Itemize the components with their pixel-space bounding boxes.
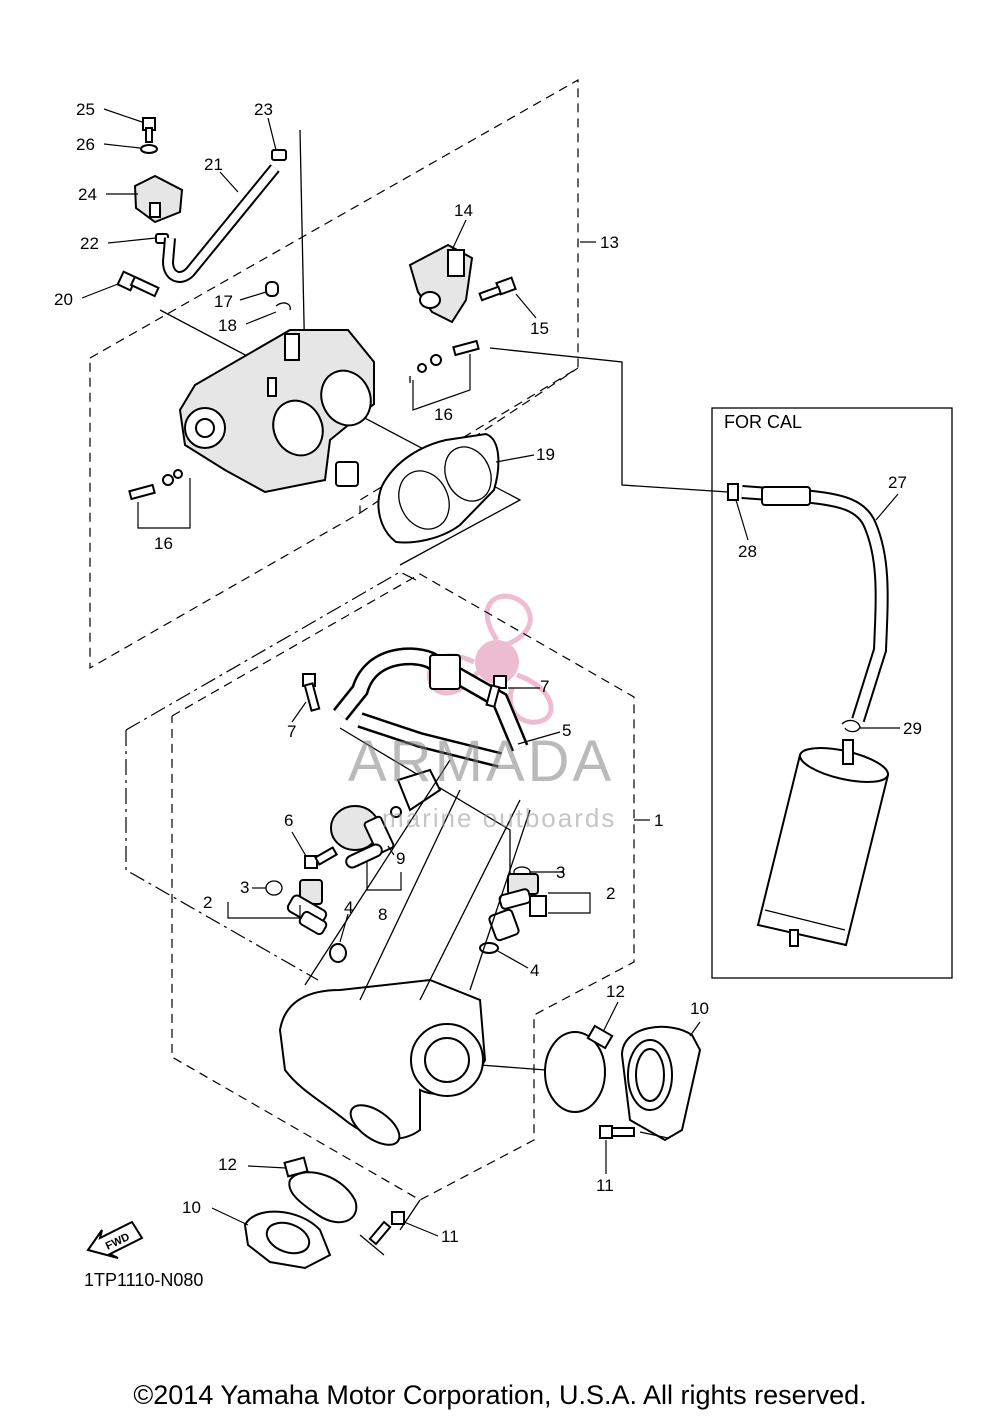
callout-11-left: 11 — [441, 1227, 459, 1246]
injector-2-left — [265, 879, 328, 936]
breather-hose-27 — [741, 485, 889, 723]
leader-lines — [81, 108, 900, 1237]
callout-15: 15 — [530, 319, 549, 338]
hose-21 — [161, 164, 280, 283]
hose-clip-29 — [841, 719, 861, 733]
bolt-11-right — [599, 1125, 635, 1139]
injector-2-right — [488, 866, 547, 942]
callout-20: 20 — [54, 290, 73, 309]
callout-27: 27 — [888, 473, 907, 492]
bolt-6 — [304, 846, 339, 869]
pressure-regulator-9 — [330, 768, 442, 869]
callout-29: 29 — [903, 719, 922, 738]
callout-21: 21 — [204, 155, 223, 174]
callout-28: 28 — [738, 542, 757, 561]
callout-13: 13 — [600, 233, 619, 252]
diagram-code: 1TP1110-N080 — [84, 1270, 204, 1290]
hose-10-left — [243, 1210, 332, 1270]
callout-12-right: 12 — [606, 982, 625, 1001]
hose-10-right — [620, 1025, 702, 1142]
callout-8: 8 — [378, 905, 387, 924]
bolt-25 — [142, 117, 156, 143]
callout-7-right: 7 — [540, 677, 549, 696]
callout-4-right: 4 — [530, 961, 539, 980]
seal-4-left — [329, 943, 347, 963]
callout-2-left: 2 — [203, 893, 212, 912]
callout-3-left: 3 — [240, 878, 249, 897]
bolt-20 — [116, 270, 160, 298]
hose-clip-28 — [727, 483, 739, 501]
callout-22: 22 — [80, 234, 99, 253]
callout-18: 18 — [218, 316, 237, 335]
callout-23: 23 — [254, 100, 273, 119]
throttle-body-group-outline — [89, 78, 579, 670]
screw-set-16-right — [409, 339, 480, 411]
callout-16-right: 16 — [434, 405, 453, 424]
callout-3-right: 3 — [556, 863, 565, 882]
clamp-12-right — [544, 1024, 614, 1113]
callout-labels: 25 26 24 22 21 23 20 17 18 14 13 15 16 1… — [54, 100, 922, 1246]
for-cal-label: FOR CAL — [724, 412, 803, 432]
clip-23 — [271, 149, 287, 161]
callout-25: 25 — [76, 100, 95, 119]
callout-11-right: 11 — [596, 1176, 614, 1195]
callout-7-left: 7 — [287, 722, 296, 741]
callout-2-right: 2 — [606, 884, 615, 903]
throttle-body — [178, 329, 375, 494]
clip-18 — [275, 302, 291, 311]
watermark-brand: ARMADA — [348, 729, 615, 794]
clamp-12-left — [283, 1156, 358, 1224]
screw-15 — [478, 276, 517, 302]
for-cal-inset-frame — [711, 407, 953, 979]
callout-1: 1 — [654, 811, 663, 830]
gasket-19 — [377, 432, 500, 544]
intake-manifold — [278, 759, 531, 1146]
callout-26: 26 — [76, 135, 95, 154]
canister — [756, 739, 890, 947]
bolt-7-right — [485, 675, 507, 708]
fwd-arrow-icon: FWD — [86, 1220, 144, 1259]
copyright-notice: ©2014 Yamaha Motor Corporation, U.S.A. A… — [133, 1380, 867, 1410]
intake-manifold-group-outline — [171, 573, 635, 1201]
washer-26 — [140, 144, 158, 154]
screw-set-16-left — [128, 469, 191, 529]
pressure-sensor-24 — [133, 174, 184, 224]
throttle-position-sensor-14 — [408, 243, 474, 324]
callout-10-left: 10 — [182, 1198, 201, 1217]
fuel-rail-5 — [332, 647, 529, 768]
watermark-subtitle: marine outboards — [382, 803, 617, 833]
bracket-8 — [366, 862, 402, 891]
cap-17 — [265, 281, 279, 297]
callout-5: 5 — [562, 721, 571, 740]
callout-24: 24 — [78, 185, 97, 204]
callout-9: 9 — [396, 849, 405, 868]
bolt-11-left — [368, 1211, 405, 1246]
callout-10-right: 10 — [690, 999, 709, 1018]
callout-19: 19 — [536, 445, 555, 464]
callout-17: 17 — [214, 292, 233, 311]
callout-12-left: 12 — [218, 1155, 237, 1174]
callout-6: 6 — [284, 811, 293, 830]
callout-16-left: 16 — [154, 534, 173, 553]
callout-4-left: 4 — [344, 898, 353, 917]
bolt-7-left — [302, 673, 321, 712]
callout-14: 14 — [454, 201, 473, 220]
